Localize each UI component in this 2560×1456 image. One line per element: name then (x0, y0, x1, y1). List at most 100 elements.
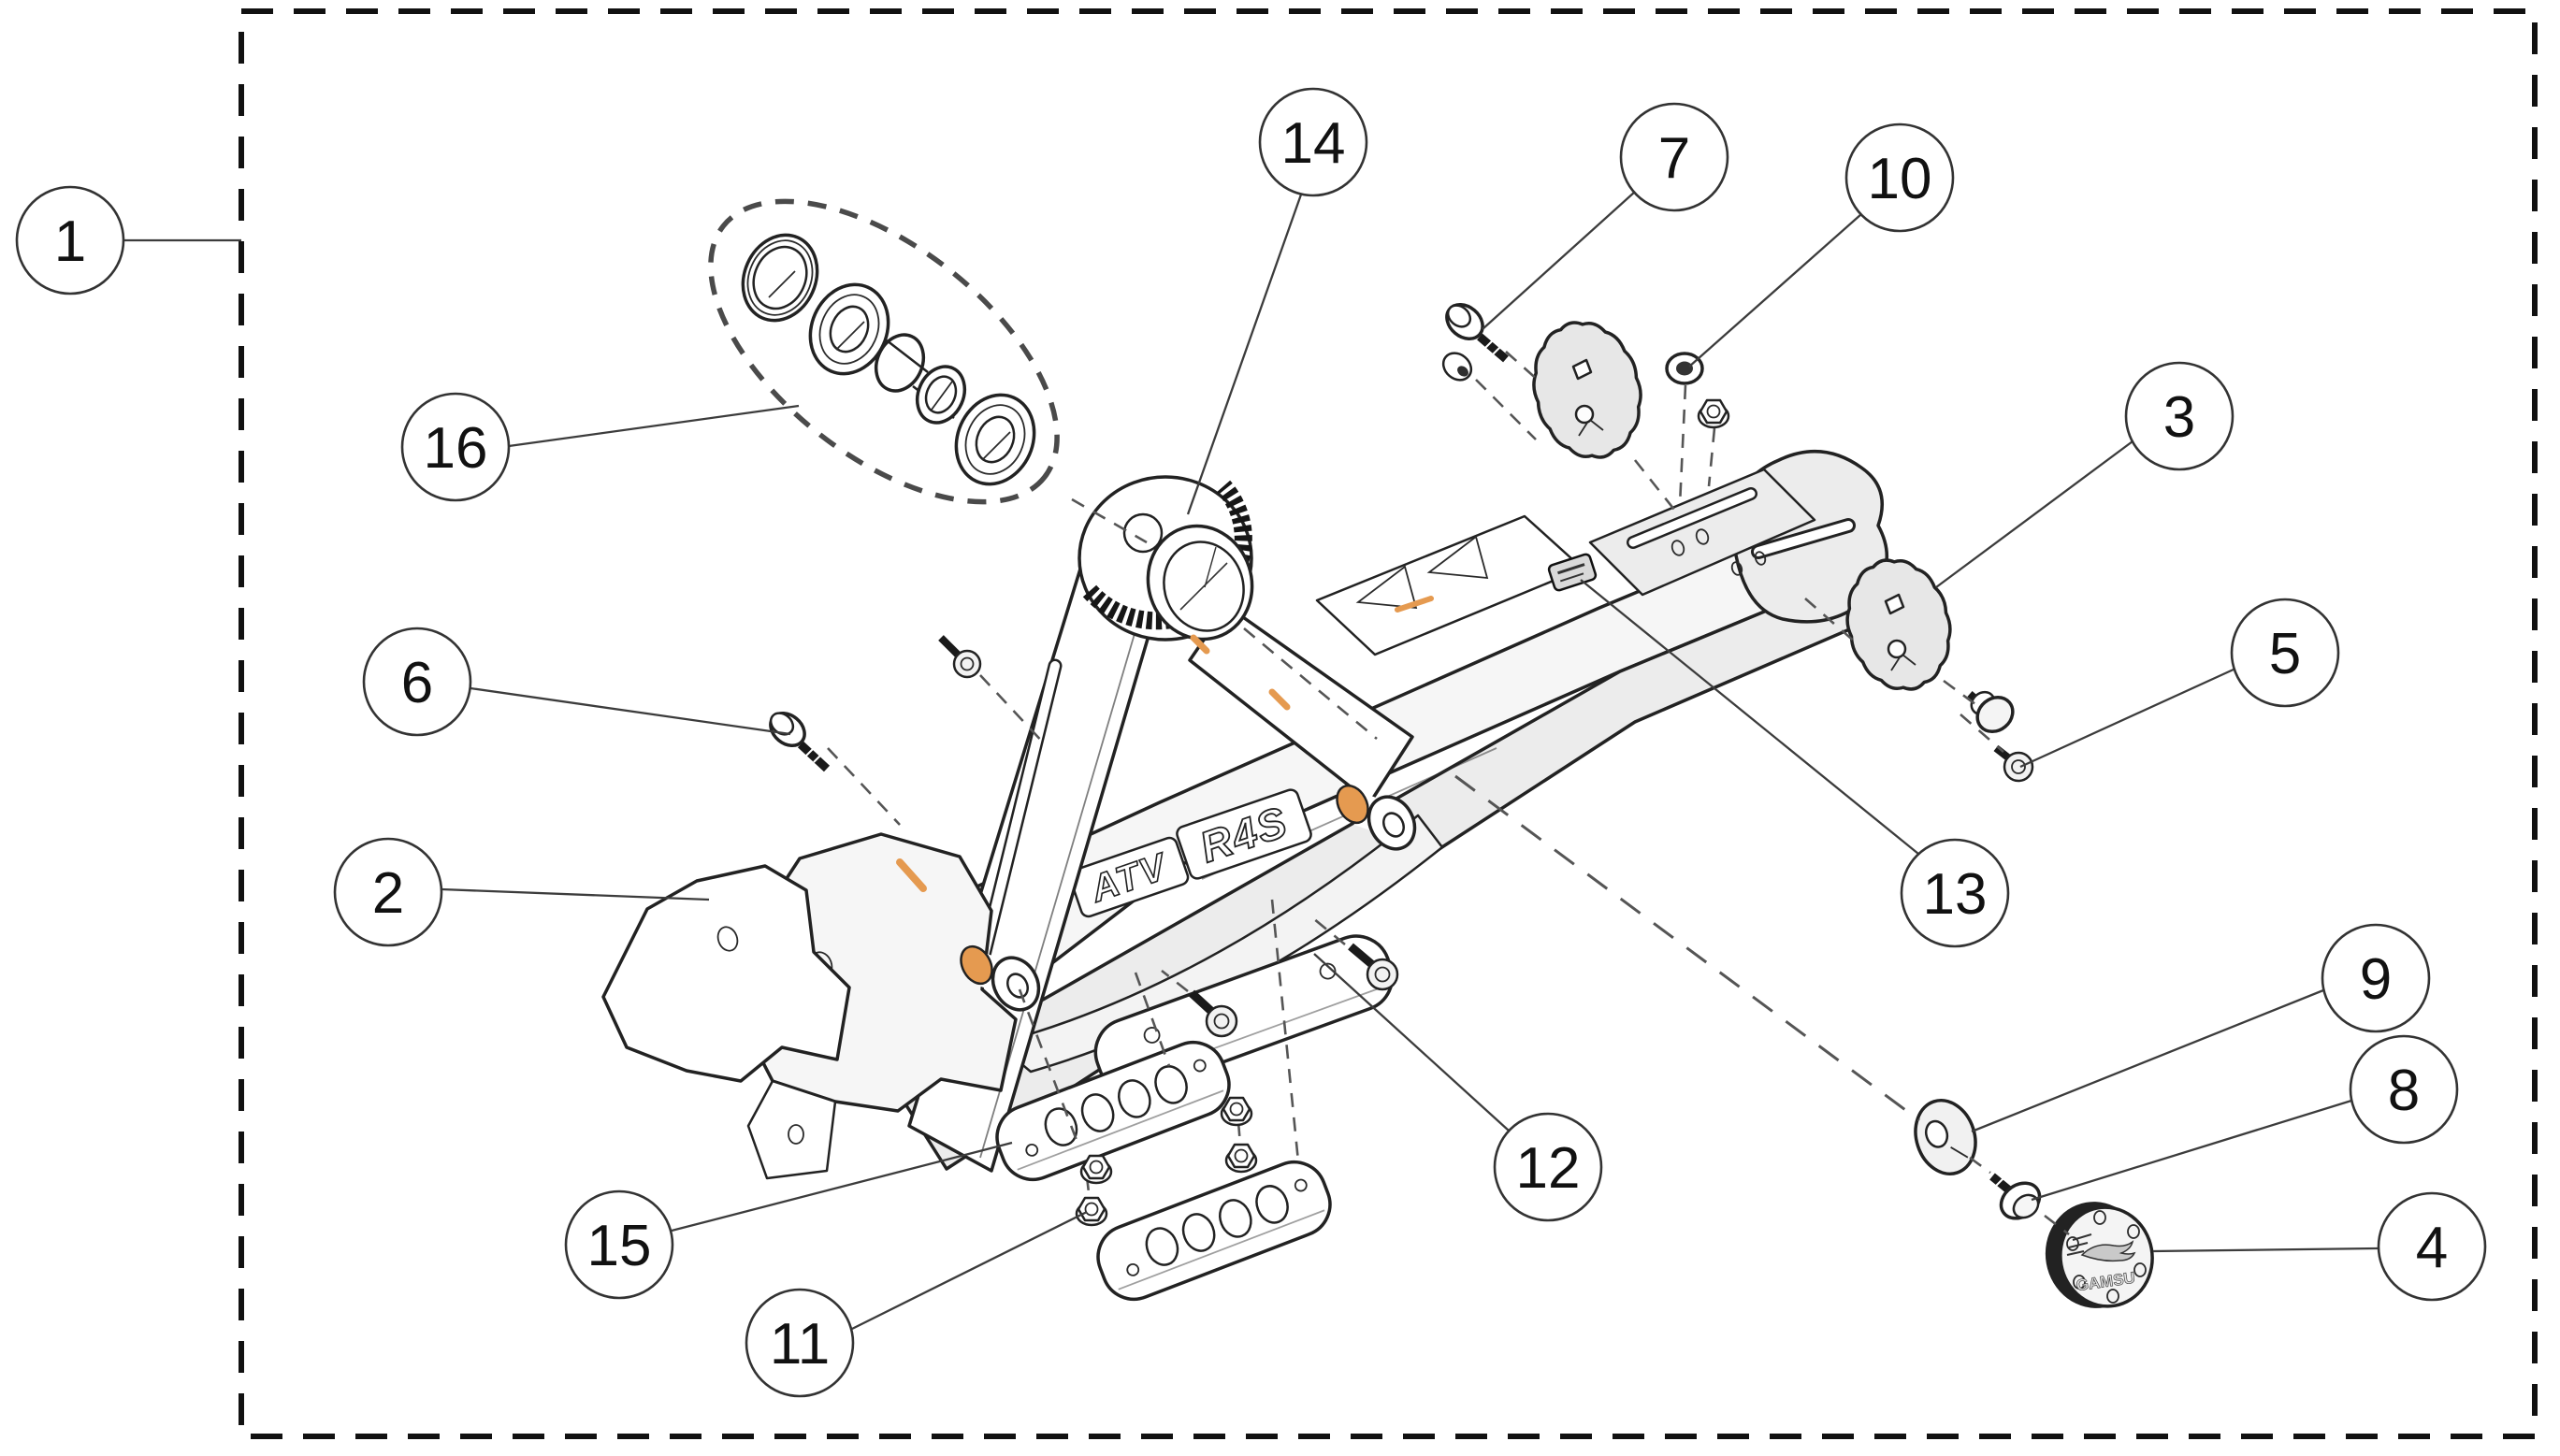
emblem-block-r4s (1176, 788, 1312, 880)
axle-axis-dashed-line (1454, 774, 1920, 1122)
orange-ring (960, 944, 993, 986)
flange-nuts (1075, 398, 1730, 1227)
bracket-hole (788, 1124, 804, 1145)
leader-line-14 (1186, 194, 1303, 515)
balloon-number-6: 6 (401, 651, 433, 715)
pivot-collar (1078, 475, 1254, 642)
pivot-bushing-left (960, 944, 1041, 1012)
leader-line-7 (1482, 191, 1636, 330)
leader-line-9 (1971, 988, 2324, 1133)
chain-deflector-disc-upper (1532, 321, 1642, 459)
balloon-number-1: 1 (54, 209, 86, 274)
diamond-cutout (1884, 593, 1905, 615)
balloon-circle-14 (1258, 87, 1368, 197)
balloon-number-14: 14 (1281, 111, 1346, 176)
balloon-circle-9 (2321, 923, 2431, 1033)
disc-upper-details (1571, 358, 1604, 437)
beam-small-hole (1754, 551, 1767, 566)
balloon-12: 12 (1313, 953, 1603, 1222)
plate-hole (1695, 528, 1710, 545)
balloon-number-8: 8 (2388, 1059, 2420, 1123)
hidden-centerline (1243, 627, 1378, 740)
balloon-number-15: 15 (587, 1214, 652, 1278)
plate-hole (1671, 540, 1685, 556)
slider-hole (1154, 1065, 1188, 1104)
balloon-circle-5 (2230, 598, 2340, 708)
balloon-number-5: 5 (2269, 622, 2301, 686)
flange-nut (1220, 1096, 1253, 1127)
leader-line-5 (2019, 667, 2236, 769)
flange-bolt-5a (1967, 690, 2015, 734)
balloon-circle-10 (1844, 123, 1955, 233)
slider-hole (1255, 1185, 1289, 1224)
emblem-block-atv (1068, 836, 1190, 918)
spacer-bush-7 (1441, 352, 1473, 382)
dust-seal (741, 233, 819, 323)
bracket-lower-tab (746, 1079, 837, 1180)
balloon-circle-3 (2124, 361, 2235, 471)
balloon-11: 11 (745, 1210, 1088, 1398)
slider-hole (1145, 1227, 1179, 1266)
flange-nut (1075, 1196, 1108, 1227)
balloon-number-11: 11 (770, 1312, 830, 1377)
balloon-6: 6 (362, 627, 791, 737)
balloon-number-7: 7 (1658, 126, 1690, 191)
bearing (808, 282, 890, 376)
slider-plate-lower (1096, 1160, 1332, 1302)
balloon-circle-4 (2377, 1191, 2487, 1302)
bracket-front-plate (601, 864, 851, 1083)
balloon-8: 8 (2031, 1034, 2459, 1202)
gusset-triangle (1355, 565, 1418, 610)
balloon-circle-8 (2349, 1034, 2459, 1145)
leader-line-2 (441, 887, 710, 901)
balloon-9: 9 (1971, 923, 2431, 1133)
flange-nut (1079, 1154, 1113, 1185)
leader-line-10 (1688, 213, 1862, 368)
balloon-15: 15 (564, 1141, 1013, 1300)
front-pivot-bracket (601, 832, 1018, 1180)
bearing-kit-dashed-ellipse (708, 198, 1060, 505)
leader-line-13 (1580, 579, 1919, 855)
balloon-number-9: 9 (2360, 947, 2392, 1012)
balloon-circle-12 (1493, 1112, 1603, 1222)
hex-bolt-8 (1989, 1173, 2042, 1220)
balloon-number-12: 12 (1516, 1136, 1581, 1201)
balloon-3: 3 (1935, 361, 2235, 588)
balloon-4: 4 (2152, 1191, 2487, 1302)
balloon-10: 10 (1688, 123, 1955, 368)
balloon-circle-7 (1619, 102, 1729, 212)
disc-rear-details (1884, 593, 1916, 671)
flange-nut (1697, 398, 1730, 429)
slider-hole (1080, 1093, 1115, 1132)
balloon-14: 14 (1186, 87, 1368, 515)
assembly-dashed-lines (827, 351, 2070, 1236)
collar-hole (1122, 512, 1164, 554)
balloon-1: 1 (15, 185, 241, 296)
balloon-circle-11 (745, 1288, 855, 1398)
slider-hole (1181, 1213, 1216, 1252)
orange-ring (1336, 784, 1369, 825)
socket-screw-brace (938, 635, 982, 679)
balloon-circle-1 (15, 185, 125, 296)
balloon-16: 16 (400, 392, 800, 502)
diamond-cutout (1571, 358, 1593, 381)
diagram-boundary-dashed-box (239, 8, 2538, 1439)
flange-bolt-7 (1445, 303, 1509, 363)
leader-line-4 (2152, 1247, 2379, 1253)
balloon-number-3: 3 (2163, 385, 2195, 450)
slider-hole (1044, 1107, 1078, 1146)
bearing-kit-group (708, 198, 1060, 505)
hub-cap-4: GAMSU (2045, 1202, 2154, 1308)
flange-nut (1224, 1143, 1258, 1174)
orange-bushing-accents (896, 596, 1434, 892)
balloon-7: 7 (1482, 102, 1729, 330)
bracket-hole (716, 926, 739, 952)
slider-hole (1118, 1079, 1151, 1118)
leader-line-12 (1313, 953, 1510, 1132)
balloon-circle-13 (1900, 838, 2010, 948)
gusset-triangle (1426, 535, 1489, 580)
leader-line-11 (851, 1210, 1088, 1331)
holder-hole (1143, 1027, 1161, 1044)
slider-plate-upper (995, 1040, 1231, 1182)
